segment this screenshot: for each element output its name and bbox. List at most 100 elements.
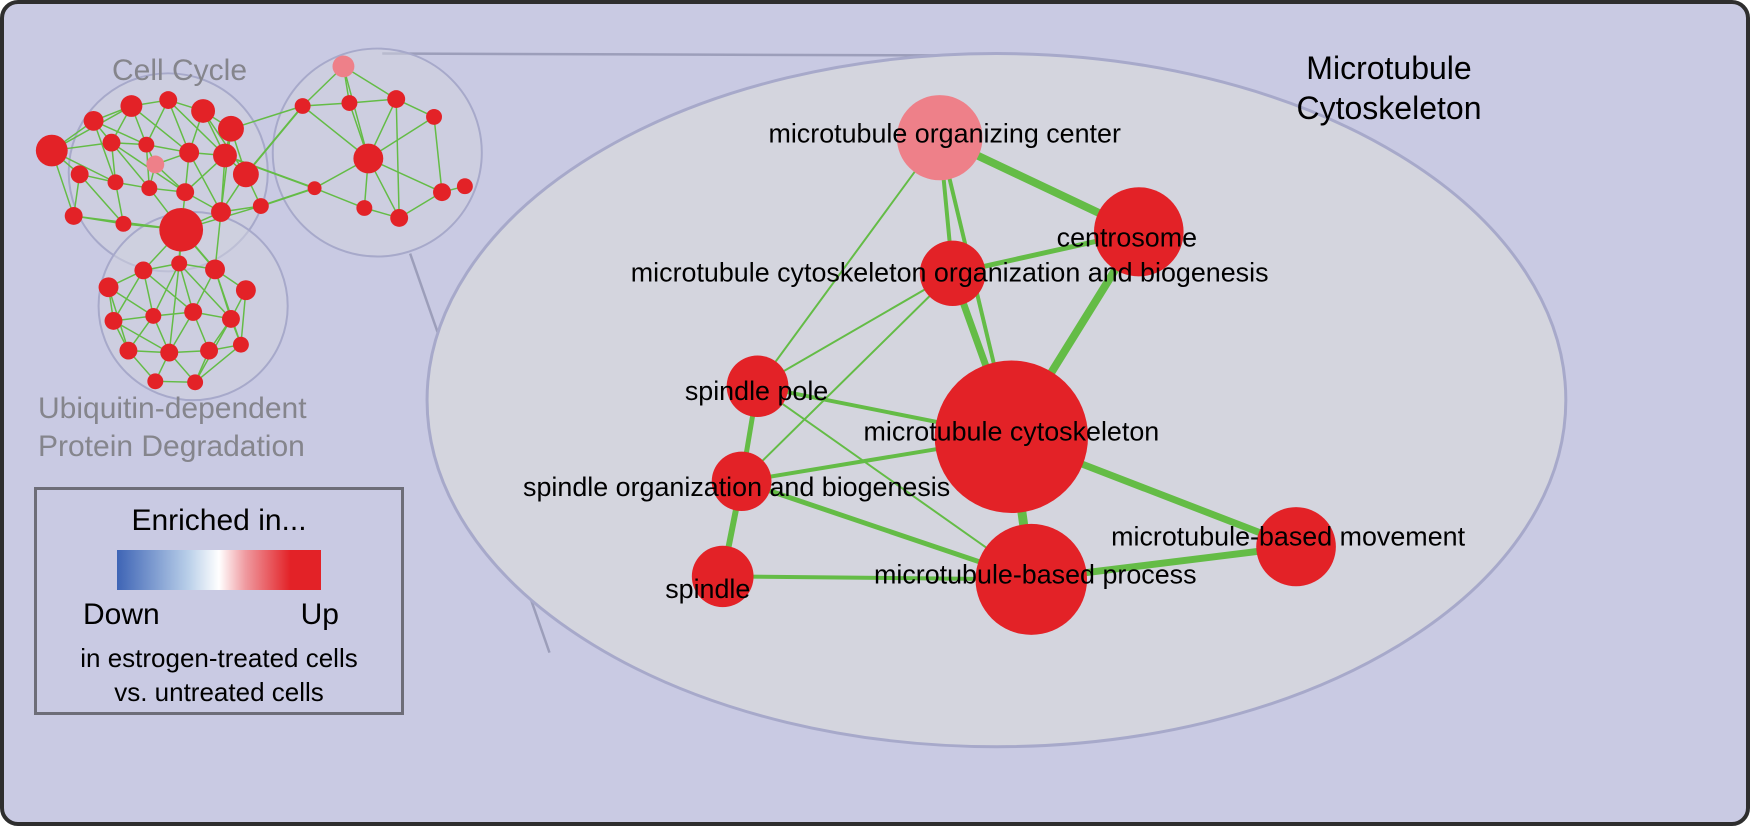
- overview-node: [160, 343, 179, 362]
- overview-node: [187, 374, 204, 391]
- zoom-node-label-spindle-organization-and-biogenesis: spindle organization and biogenesis: [523, 472, 950, 502]
- overview-edge: [167, 99, 226, 157]
- zoom-node-spindle-organization-and-biogenesis: [711, 451, 772, 512]
- overview-node: [64, 207, 83, 225]
- overview-node: [145, 308, 162, 324]
- overview-node: [426, 108, 442, 125]
- overview-edge: [112, 320, 170, 354]
- zoom-node-microtubule-cytoskeleton: [934, 360, 1089, 514]
- overview-node: [171, 255, 188, 272]
- overview-node: [218, 115, 244, 142]
- overview-edge: [220, 128, 232, 213]
- zoom-node-label-spindle-pole: spindle pole: [685, 376, 828, 406]
- cluster-label-ubiquitin: Ubiquitin-dependent Protein Degradation: [38, 392, 307, 463]
- overview-node: [232, 161, 259, 188]
- overview-node: [107, 174, 124, 191]
- overview-node: [120, 95, 143, 117]
- overview-edge: [223, 154, 316, 190]
- overview-node: [176, 183, 195, 202]
- network-canvas: microtubule organizing center centrosome m…: [35, 47, 1568, 749]
- overview-node: [119, 341, 138, 360]
- overview-node: [141, 180, 158, 197]
- overview-edge: [78, 173, 125, 225]
- overview-node: [104, 311, 123, 330]
- legend-caption: in estrogen-treated cells vs. untreated …: [80, 643, 358, 707]
- overview-node: [353, 143, 384, 174]
- zoom-node-label-centrosome: centrosome: [1057, 223, 1197, 253]
- overview-node: [115, 215, 132, 232]
- legend-gradient-bar: [117, 550, 321, 590]
- overview-edge: [130, 105, 190, 154]
- overview-node: [211, 202, 231, 222]
- overview-node: [205, 259, 225, 280]
- overview-node: [387, 90, 406, 108]
- zoom-node-microtubule-based-movement: [1256, 507, 1336, 587]
- legend: Enriched in... Down Up in estrogen-treat…: [34, 487, 404, 715]
- legend-up-label: Up: [300, 598, 339, 631]
- legend-axis-labels: Down Up: [83, 598, 339, 632]
- overview-node: [159, 91, 178, 109]
- overview-node: [252, 198, 269, 214]
- zoom-node-label-microtubule-based-movement: microtubule-based movement: [1111, 522, 1465, 552]
- overview-node: [200, 341, 219, 360]
- overview-node: [146, 155, 165, 174]
- overview-edge: [178, 262, 232, 320]
- overview-edge: [112, 269, 145, 322]
- overview-node: [356, 200, 373, 216]
- overview-node: [147, 373, 164, 390]
- overview-node: [70, 165, 89, 184]
- overview-node: [332, 55, 355, 78]
- magnifier-connector-line: [382, 52, 955, 57]
- zoom-node-centrosome: [1093, 187, 1184, 277]
- overview-edge: [194, 343, 242, 384]
- zoom-node-label-microtubule-cytoskeleton-organization-and-biogenesis: microtubule cytoskeleton organization an…: [631, 257, 1269, 287]
- overview-edge: [395, 98, 400, 219]
- overview-node: [184, 303, 203, 321]
- zoom-node-label-spindle: spindle: [665, 574, 750, 604]
- overview-edge: [110, 141, 151, 189]
- zoom-cluster-title: Microtubule Cytoskeleton: [1296, 50, 1482, 126]
- overview-edge: [92, 120, 117, 183]
- overview-node: [235, 280, 256, 301]
- overview-edge: [188, 151, 222, 213]
- overview-node: [159, 208, 204, 252]
- zoom-node-spindle: [691, 545, 754, 608]
- overview-node: [433, 183, 451, 202]
- overview-node: [179, 142, 200, 163]
- overview-edge: [168, 262, 180, 354]
- zoom-node-microtubule-cytoskeleton-organization-and-biogenesis: [919, 240, 986, 307]
- overview-node: [138, 136, 155, 153]
- cluster-label-cell-cycle: Cell Cycle: [112, 54, 248, 87]
- overview-node: [191, 99, 216, 123]
- zoom-node-label-microtubule-based-process: microtubule-based process: [874, 559, 1197, 589]
- zoom-edge: [756, 136, 941, 388]
- overview-node: [35, 134, 68, 167]
- overview-node: [390, 208, 409, 227]
- overview-edge: [152, 262, 180, 317]
- overview-node: [307, 181, 322, 196]
- overview-node: [134, 261, 153, 280]
- overview-edge: [214, 268, 242, 346]
- overview-node: [341, 95, 358, 111]
- zoom-edge: [756, 272, 954, 388]
- zoom-node-spindle-pole: [726, 355, 789, 417]
- zoom-node-microtubule-based-process: [975, 523, 1088, 635]
- overview-edge: [259, 187, 316, 208]
- legend-title: Enriched in...: [131, 504, 307, 537]
- overview-edge: [244, 105, 304, 176]
- overview-edge: [313, 187, 366, 209]
- overview-edge: [433, 116, 443, 193]
- overview-node: [102, 133, 121, 152]
- overview-node: [98, 277, 119, 298]
- zoom-node-label-microtubule-organizing-center: microtubule organizing center: [768, 119, 1121, 149]
- overview-edge: [142, 269, 194, 313]
- overview-edge: [342, 65, 370, 160]
- overview-node: [83, 110, 104, 131]
- overview-node: [221, 310, 240, 328]
- zoom-edge: [756, 385, 1033, 581]
- overview-node: [213, 143, 237, 168]
- zoom-edge: [740, 272, 954, 483]
- zoom-node-microtubule-organizing-center: [896, 95, 983, 181]
- zoom-node-label-microtubule-cytoskeleton: microtubule cytoskeleton: [864, 417, 1160, 447]
